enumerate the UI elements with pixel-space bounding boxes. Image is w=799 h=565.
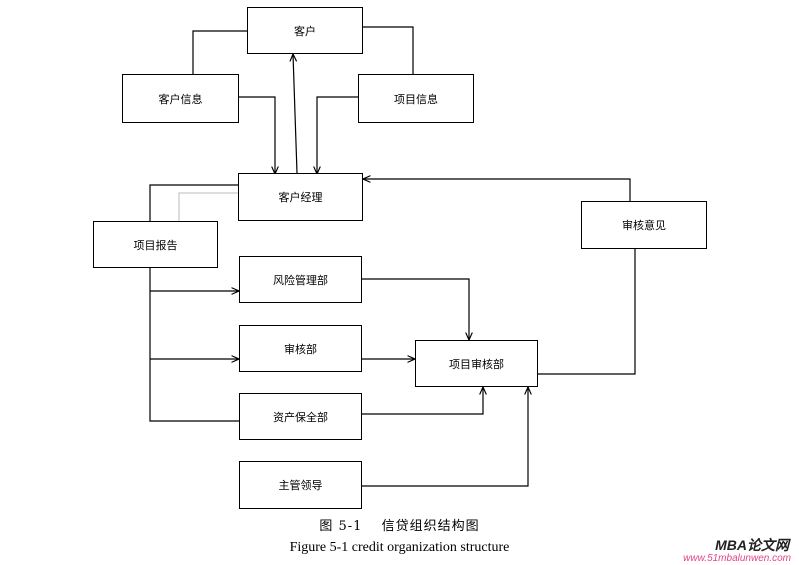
node-supervisor: 主管领导 <box>239 461 362 509</box>
edge-review-to-opinion <box>538 249 636 375</box>
edge-report-to-manager-light <box>178 192 238 221</box>
node-customer: 客户 <box>247 7 363 54</box>
edge-project-info-to-manager <box>317 96 358 174</box>
node-review-opinion: 审核意见 <box>581 201 707 249</box>
edge-manager-to-report <box>149 184 238 221</box>
node-project-report: 项目报告 <box>93 221 218 268</box>
node-risk-mgmt: 风险管理部 <box>239 256 362 303</box>
edge-supervisor-to-review <box>362 387 528 487</box>
node-audit-dept: 审核部 <box>239 325 362 372</box>
watermark-title: MBA论文网 <box>715 537 789 553</box>
node-asset-preservation: 资产保全部 <box>239 393 362 440</box>
node-project-info-label: 项目信息 <box>394 92 438 106</box>
node-project-report-label: 项目报告 <box>133 238 178 252</box>
caption-chinese: 图 5-1 信贷组织结构图 <box>319 519 480 534</box>
node-customer-info-label: 客户信息 <box>158 92 203 106</box>
edge-customer-info-to-customer <box>192 30 247 74</box>
node-audit-dept-label: 审核部 <box>284 342 317 356</box>
node-review-opinion-label: 审核意见 <box>622 219 666 232</box>
node-supervisor-label: 主管领导 <box>278 479 323 492</box>
node-asset-preservation-label: 资产保全部 <box>273 410 328 424</box>
node-risk-mgmt-label: 风险管理部 <box>273 273 328 287</box>
edge-asset-to-review <box>362 387 483 415</box>
node-project-review-dept-label: 项目审核部 <box>449 357 504 371</box>
edge-manager-to-customer <box>293 54 298 174</box>
node-account-manager: 客户经理 <box>238 173 363 221</box>
node-customer-info: 客户信息 <box>122 74 239 123</box>
caption-english: Figure 5-1 credit organization structure <box>289 540 510 555</box>
node-project-info: 项目信息 <box>358 74 474 123</box>
node-project-review-dept: 项目审核部 <box>415 340 538 387</box>
edge-project-info-to-customer <box>363 26 414 74</box>
edge-risk-to-review <box>362 278 469 340</box>
node-account-manager-label: 客户经理 <box>278 191 323 204</box>
edge-report-trunk <box>149 268 239 422</box>
watermark-url: www.51mbalunwen.com <box>683 553 791 564</box>
node-customer-label: 客户 <box>294 24 316 38</box>
edge-customer-info-to-manager <box>239 96 275 174</box>
edge-review-opinion-to-manager <box>363 179 631 201</box>
